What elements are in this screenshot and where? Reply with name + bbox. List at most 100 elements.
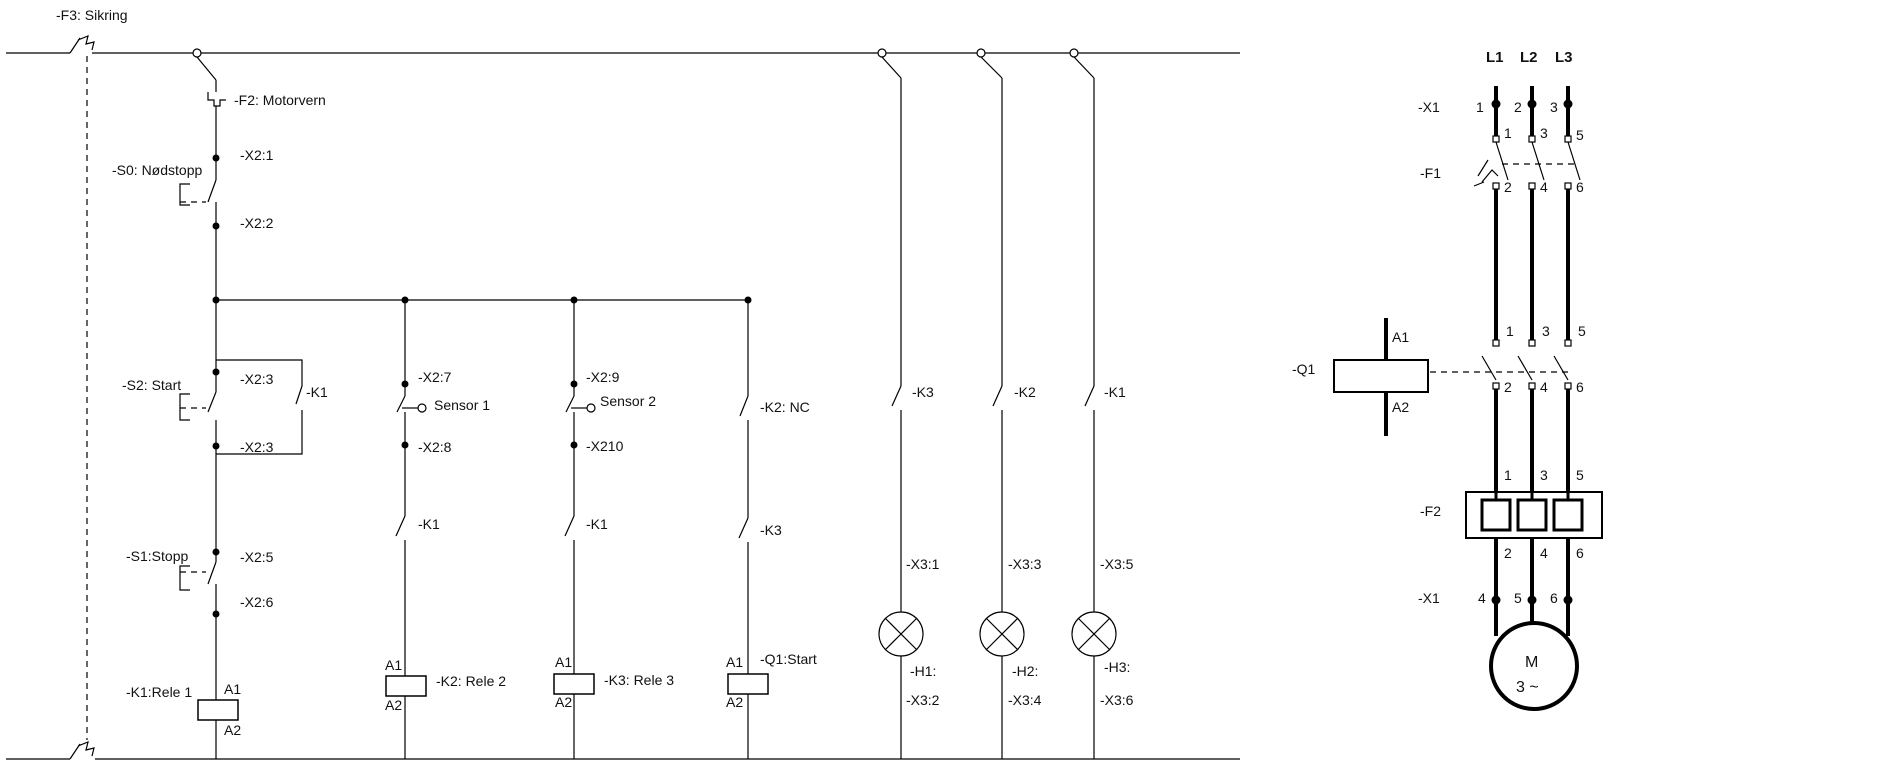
k3-coil bbox=[553, 673, 595, 695]
x210-label: -X210 bbox=[586, 438, 624, 454]
l3-label: L3 bbox=[1555, 49, 1573, 66]
column-1: -F2: Motorvern -X2:1 -S0: Nødstopp -X2:2… bbox=[112, 48, 750, 759]
l1-label: L1 bbox=[1486, 49, 1504, 66]
l3-k1-label: -K1 bbox=[1104, 384, 1126, 400]
x2-1-label: -X2:1 bbox=[240, 147, 274, 163]
lamp-column-2: -K2 -X3:3 -H2: -X3:4 bbox=[976, 48, 1042, 759]
h1-lamp bbox=[878, 611, 924, 657]
l3-k1-contact bbox=[1084, 385, 1095, 407]
q1-3-label: 3 bbox=[1542, 323, 1550, 339]
c3-a1-label: A1 bbox=[555, 654, 572, 670]
q1-coil bbox=[1333, 359, 1429, 393]
f1-6-label: 6 bbox=[1576, 179, 1584, 195]
l2-k2-contact bbox=[992, 385, 1003, 407]
f1-breaker: 1 3 5 -F1 2 4 6 bbox=[1420, 125, 1584, 195]
k1-hold-label: -K1 bbox=[306, 384, 328, 400]
x3-3-label: -X3:3 bbox=[1008, 556, 1042, 572]
f1-4-label: 4 bbox=[1540, 179, 1548, 195]
h2-lamp bbox=[979, 611, 1025, 657]
c2-a1-label: A1 bbox=[385, 657, 402, 673]
x1-bottom-label: -X1 bbox=[1418, 590, 1440, 606]
f2-1-label: 1 bbox=[1504, 467, 1512, 483]
h2-label: -H2: bbox=[1012, 663, 1038, 679]
x3-6-label: -X3:6 bbox=[1100, 692, 1134, 708]
sensor2-contact bbox=[565, 395, 575, 413]
sensor2-label: Sensor 2 bbox=[600, 393, 656, 409]
x2-6-label: -X2:6 bbox=[240, 594, 274, 610]
f2-4-label: 4 bbox=[1540, 545, 1548, 561]
x2-3b-label: -X2:3 bbox=[240, 439, 274, 455]
motor-phase-label: 3 ~ bbox=[1516, 679, 1539, 696]
x2-8-label: -X2:8 bbox=[418, 439, 452, 455]
motor: M 3 ~ bbox=[1489, 621, 1579, 711]
f2-overload: 1 3 5 -F2 2 4 6 bbox=[1420, 467, 1603, 561]
c3-a2-label: A2 bbox=[555, 694, 572, 710]
c4-k3-contact bbox=[738, 517, 749, 539]
k1-hold-contact bbox=[216, 359, 303, 405]
x2-7-label: -X2:7 bbox=[418, 369, 452, 385]
k2-nc-contact bbox=[739, 395, 749, 417]
s0-label: -S0: Nødstopp bbox=[112, 162, 202, 178]
k2-coil bbox=[385, 675, 427, 697]
lamp-column-3: -K1 -X3:5 -H3: -X3:6 bbox=[1069, 48, 1134, 759]
t1-label: 1 bbox=[1476, 99, 1484, 115]
power-circuit: L1 L2 L3 -X1 1 2 3 1 3 5 -F1 bbox=[1292, 49, 1603, 711]
x1-top-label: -X1 bbox=[1418, 99, 1440, 115]
q1-a1-label: A1 bbox=[1392, 329, 1409, 345]
motor-m-label: M bbox=[1525, 654, 1538, 671]
column-2: -X2:7 Sensor 1 -X2:8 -K1 A1 A2 -K2: Rele… bbox=[385, 296, 506, 759]
q1-5-label: 5 bbox=[1578, 323, 1586, 339]
f2-6-label: 6 bbox=[1576, 545, 1584, 561]
x2-2-label: -X2:2 bbox=[240, 215, 274, 231]
x3-5-label: -X3:5 bbox=[1100, 556, 1134, 572]
fuse-f3: -F3: Sikring bbox=[56, 7, 128, 760]
f1-3-label: 3 bbox=[1540, 125, 1548, 141]
k1-a1-label: A1 bbox=[224, 681, 241, 697]
control-circuit: -F3: Sikring -F2: Motorvern -X2:1 -S0: N… bbox=[6, 7, 1240, 760]
f1-1-label: 1 bbox=[1504, 125, 1512, 141]
c4-a2-label: A2 bbox=[726, 694, 743, 710]
f1-5-label: 5 bbox=[1576, 127, 1584, 143]
l2-label: L2 bbox=[1520, 49, 1538, 66]
b5-label: 5 bbox=[1514, 590, 1522, 606]
t2-label: 2 bbox=[1514, 99, 1522, 115]
c4-a1-label: A1 bbox=[726, 654, 743, 670]
c3-k1-contact bbox=[564, 515, 575, 537]
x3-1-label: -X3:1 bbox=[906, 556, 940, 572]
c2-k1-label: -K1 bbox=[418, 516, 440, 532]
q1-coil bbox=[727, 673, 769, 695]
x2-9-label: -X2:9 bbox=[586, 369, 620, 385]
c2-k1-contact bbox=[395, 515, 406, 537]
q1-a2-label: A2 bbox=[1392, 399, 1409, 415]
t3-label: 3 bbox=[1550, 99, 1558, 115]
s2-contact bbox=[207, 391, 217, 413]
f2-thermal-contact bbox=[207, 92, 226, 107]
c2-a2-label: A2 bbox=[385, 697, 402, 713]
lamp-column-1: -K3 -X3:1 -H1: -X3:2 bbox=[877, 48, 940, 759]
b4-label: 4 bbox=[1478, 590, 1486, 606]
x3-4-label: -X3:4 bbox=[1008, 692, 1042, 708]
s1-label: -S1:Stopp bbox=[126, 548, 188, 564]
s1-contact bbox=[207, 561, 217, 585]
k2-nc-label: -K2: NC bbox=[760, 399, 810, 415]
c3-k1-label: -K1 bbox=[586, 516, 608, 532]
f1-trip-mechanism bbox=[1473, 159, 1499, 187]
f2-label: -F2: Motorvern bbox=[234, 92, 326, 108]
sensor1-label: Sensor 1 bbox=[434, 397, 490, 413]
b6-label: 6 bbox=[1550, 590, 1558, 606]
column-3: -X2:9 Sensor 2 -X210 -K1 A1 A2 -K3: Rele… bbox=[553, 296, 674, 759]
c4-k3-label: -K3 bbox=[760, 522, 782, 538]
q1-6-label: 6 bbox=[1576, 379, 1584, 395]
f3-label: -F3: Sikring bbox=[56, 7, 128, 23]
s2-label: -S2: Start bbox=[122, 377, 181, 393]
s0-contact bbox=[207, 179, 217, 203]
l2-k2-label: -K2 bbox=[1014, 384, 1036, 400]
x2-3a-label: -X2:3 bbox=[240, 371, 274, 387]
q1-1-label: 1 bbox=[1506, 323, 1514, 339]
k2-rele-label: -K2: Rele 2 bbox=[436, 673, 506, 689]
l1-k3-label: -K3 bbox=[912, 384, 934, 400]
node-top-c1 bbox=[192, 48, 202, 58]
f2-5-label: 5 bbox=[1576, 467, 1584, 483]
q1-contactor: 1 3 5 2 4 6 A1 A2 -Q1 bbox=[1292, 318, 1586, 436]
f2-3-label: 3 bbox=[1540, 467, 1548, 483]
